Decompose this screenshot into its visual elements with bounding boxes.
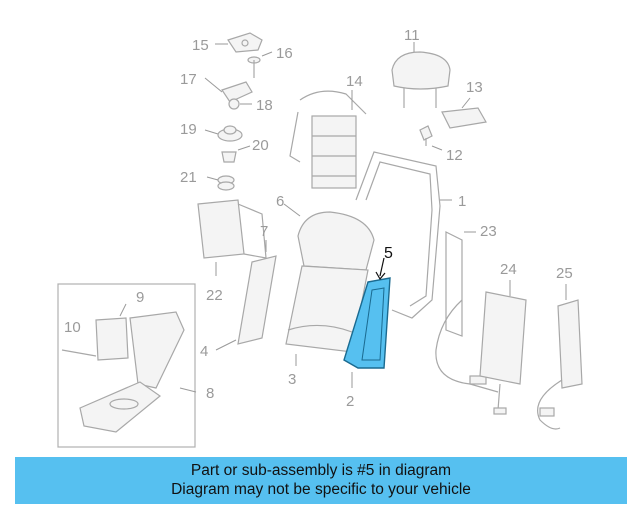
callout-9: 9: [136, 289, 144, 306]
part-22-module: [197, 199, 267, 276]
callout-2: 2: [346, 393, 354, 410]
callout-10: 10: [64, 319, 81, 336]
callout-15: 15: [192, 37, 209, 54]
banner-line-1: Part or sub-assembly is #5 in diagram: [190, 462, 452, 479]
callout-14: 14: [346, 73, 363, 90]
part-6-pad: [283, 203, 375, 271]
callout-3: 3: [288, 371, 296, 388]
inset-box: [57, 283, 197, 448]
callout-4: 4: [200, 343, 208, 360]
part-16-screw: [247, 51, 273, 78]
callout-20: 20: [252, 137, 269, 154]
callout-12: 12: [446, 147, 463, 164]
callout-6: 6: [276, 193, 284, 210]
callout-19: 19: [180, 121, 197, 138]
parts-diagram: 1 2 3 4 5 6 7 8 9 10 11 12 13 14 15 16 1…: [57, 27, 583, 448]
part-25-sensor: [537, 284, 583, 430]
callout-5: 5: [384, 245, 393, 262]
callout-7: 7: [260, 223, 268, 240]
part-11-headrest: [391, 42, 451, 108]
part-19-cap: [204, 125, 243, 142]
part-7-panel: [237, 240, 277, 345]
part-18-nut: [228, 98, 252, 110]
callout-21: 21: [180, 169, 197, 186]
banner-line-2: Diagram may not be specific to your vehi…: [171, 481, 471, 498]
part-17-bracket: [204, 77, 253, 103]
callout-25: 25: [556, 265, 573, 282]
callout-23: 23: [480, 223, 497, 240]
part-5-highlighted: [343, 257, 391, 369]
info-banner: Part or sub-assembly is #5 in diagram Di…: [15, 457, 627, 504]
part-20-plug: [221, 145, 251, 163]
part-23-harness: [435, 231, 499, 393]
part-13-guide: [441, 97, 487, 129]
callout-1: 1: [458, 193, 466, 210]
part-14-mechanism: [289, 90, 367, 189]
callout-24: 24: [500, 261, 517, 278]
callout-16: 16: [276, 45, 293, 62]
part-12-pin: [419, 125, 443, 151]
callout-17: 17: [180, 71, 197, 88]
part-1-frame: [355, 151, 452, 319]
callout-11: 11: [404, 27, 420, 44]
callout-13: 13: [466, 79, 483, 96]
part-21-grommet: [206, 175, 235, 191]
callout-18: 18: [256, 97, 273, 114]
part-4-trim: [215, 339, 237, 351]
callout-22: 22: [206, 287, 223, 304]
part-24-pad: [479, 280, 527, 415]
callout-8: 8: [206, 385, 214, 402]
part-15-clip: [215, 32, 263, 53]
